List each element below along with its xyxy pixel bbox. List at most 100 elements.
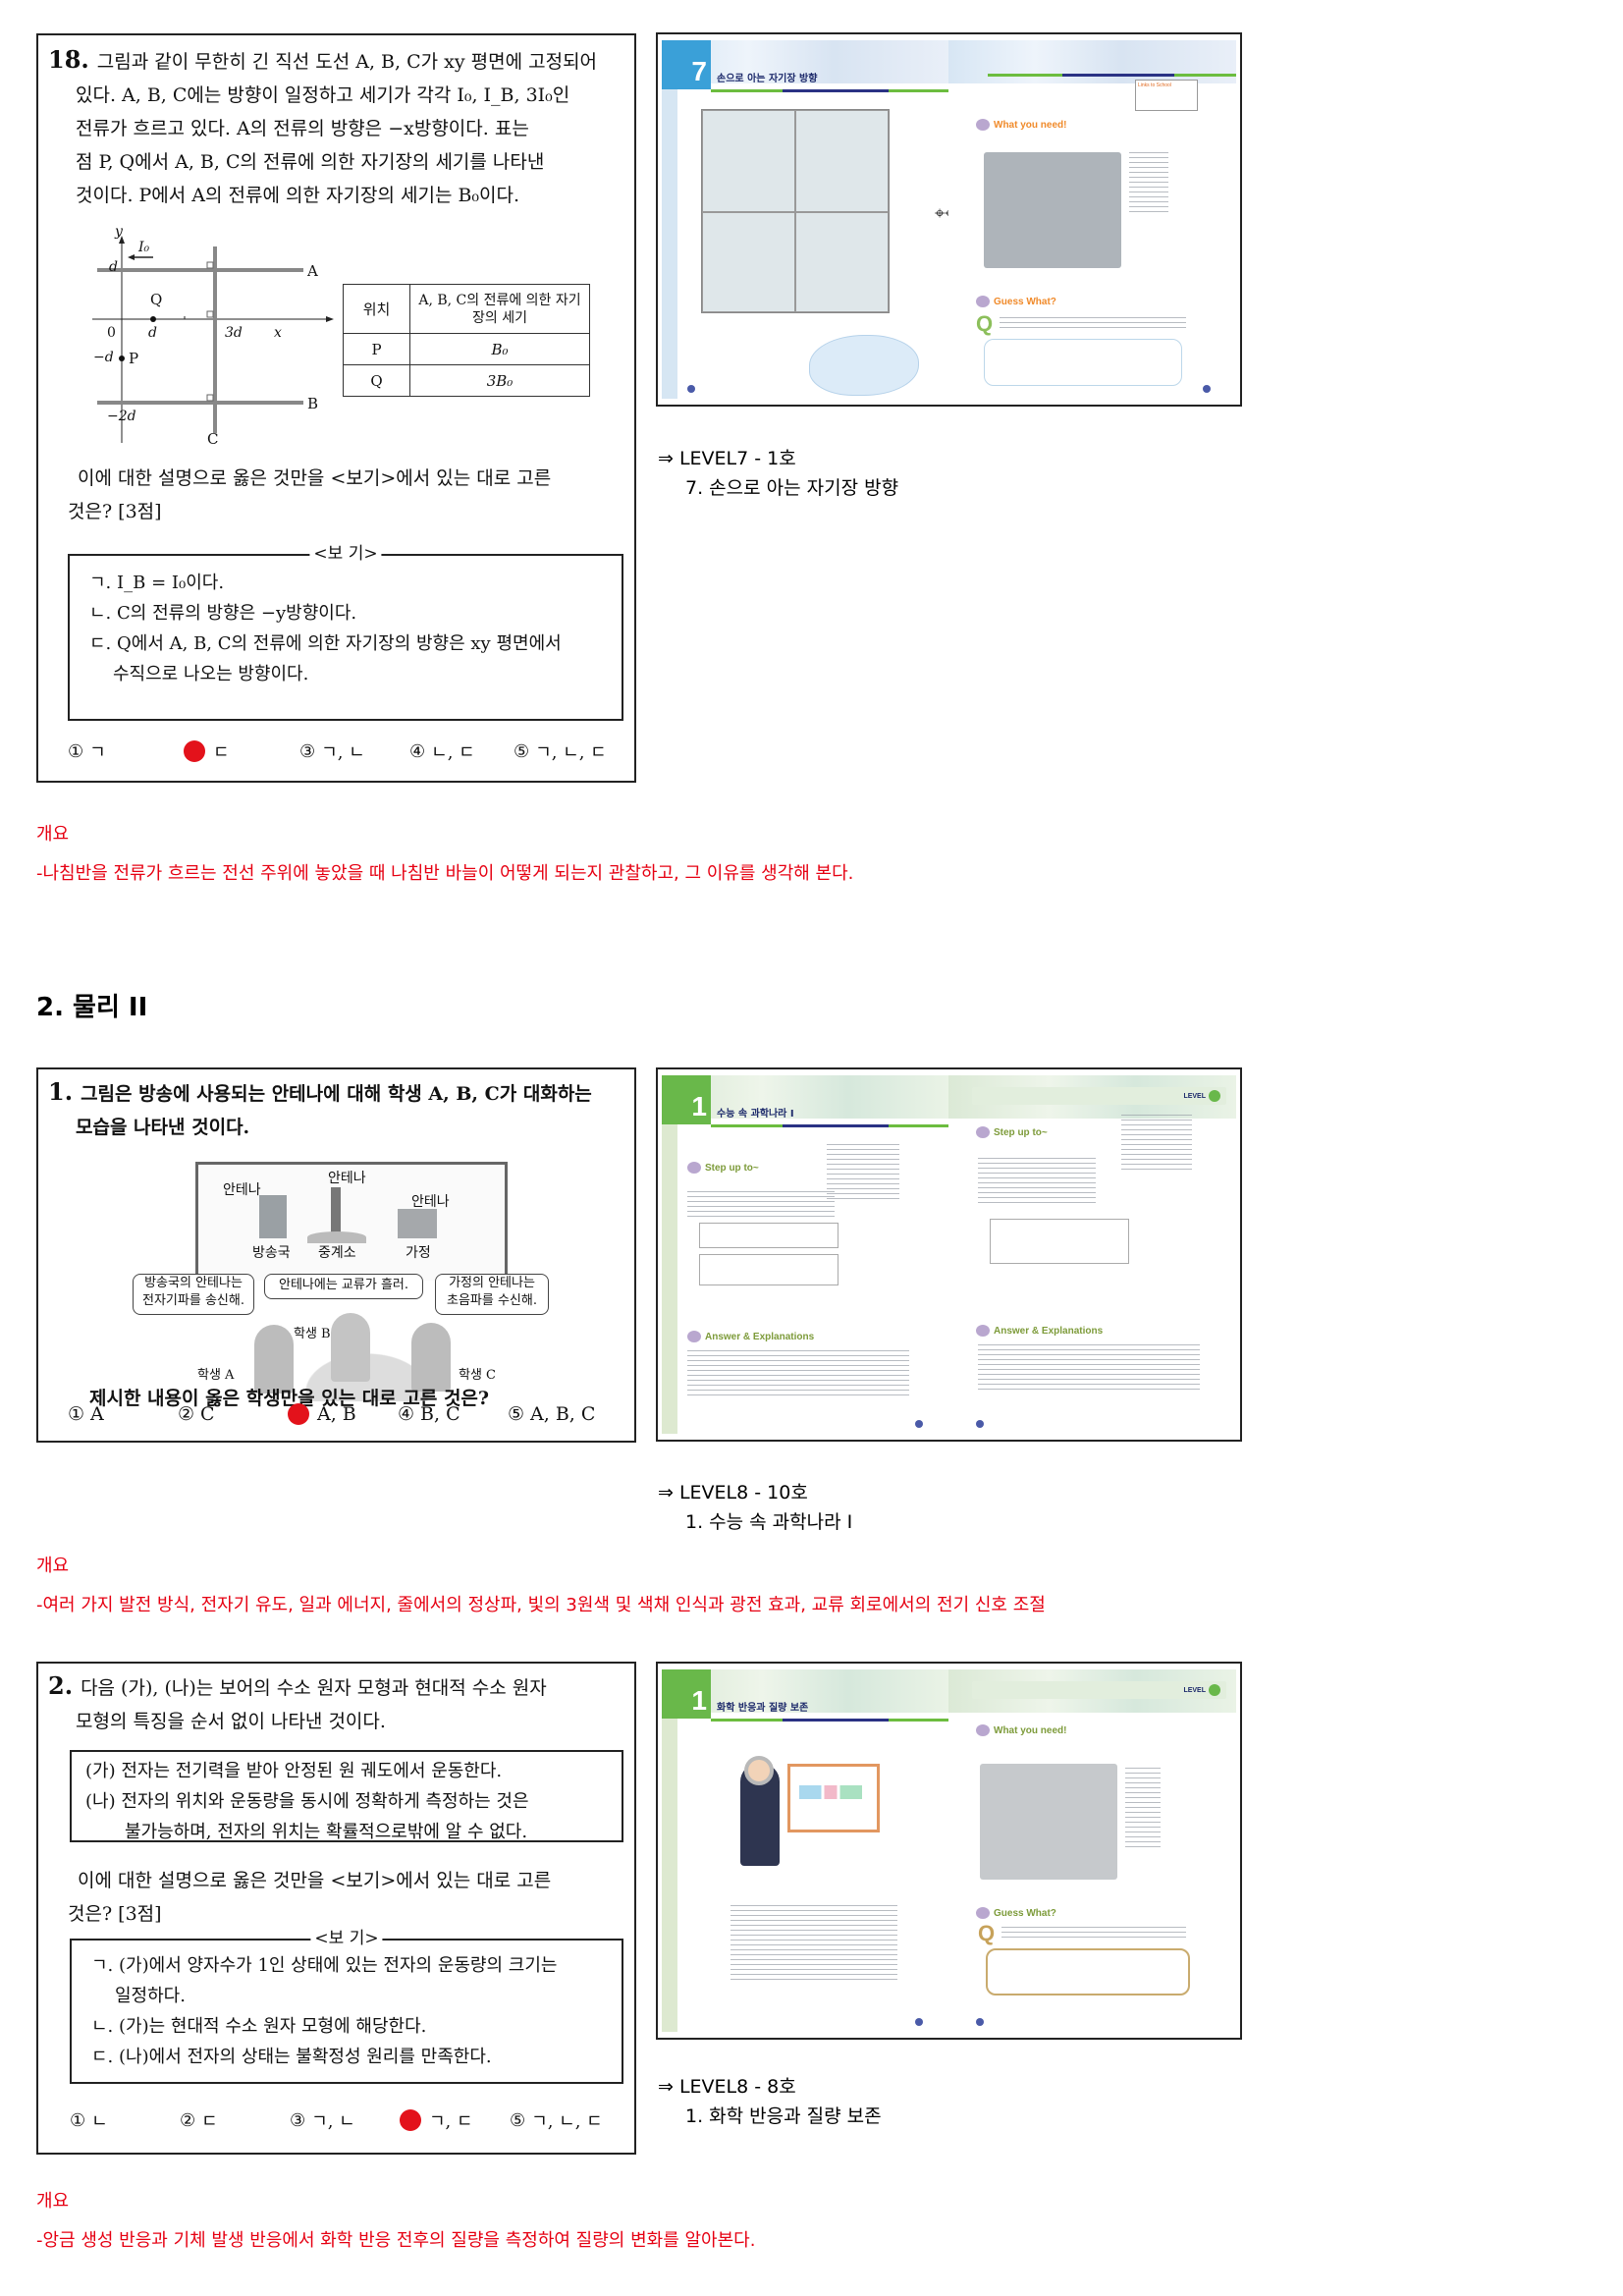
chapter-title: 수능 속 과학나라 I (717, 1109, 794, 1120)
chapter-badge: 7 (662, 40, 711, 89)
table-header-field: A, B, C의 전류에 의한 자기장의 세기 (409, 284, 590, 334)
tick-minus-d: −d (93, 350, 114, 365)
level-badge: LEVEL (972, 1681, 1226, 1699)
bogi-box: <보 기> ㄱ. (가)에서 양자수가 1인 상태에 있는 전자의 운동량의 크… (70, 1927, 623, 2084)
links-to-school-tag: Links to School (1135, 80, 1198, 111)
chapter-badge: 1 (662, 1669, 711, 1719)
level-badge: LEVEL (972, 1087, 1226, 1105)
overview-label: 개요 (36, 1556, 70, 1576)
choice-2-selected[interactable]: ㄷ (184, 738, 299, 764)
antenna-label: 안테나 (328, 1171, 366, 1186)
problem-number: 18. (48, 45, 89, 74)
section-heading: What you need! (976, 119, 1066, 131)
overview-3: 개요 -앙금 생성 반응과 기체 발생 반응에서 화학 반응 전후의 질량을 측… (36, 2182, 755, 2261)
antenna-illustration (195, 1162, 508, 1281)
given-item: (가) 전자는 전기력을 받아 안정된 원 궤도에서 운동한다. (85, 1761, 503, 1781)
comic-strip (701, 109, 890, 313)
exam-problem-18: 18.그림과 같이 무한히 긴 직선 도선 A, B, C가 xy 평면에 고정… (36, 33, 636, 783)
section-heading: Guess What? (976, 296, 1056, 307)
exam-problem-1: 1.그림은 방송에 사용되는 안테나에 대해 학생 A, B, C가 대화하는 … (36, 1067, 636, 1443)
table-row: P B₀ (343, 333, 590, 365)
bogi-item: ㄷ. Q에서 A, B, C의 전류에 의한 자기장의 방향은 xy 평면에서 … (89, 633, 562, 684)
exam-problem-2: 2.다음 (가), (나)는 보어의 수소 원자 모형과 현대적 수소 원자 모… (36, 1662, 636, 2155)
textbook-spread-level8-10: 1 수능 속 과학나라 I Step up to~ Answer & Expla… (656, 1067, 1242, 1442)
chapter-title: 손으로 아는 자기장 방향 (717, 74, 818, 84)
student-b-label: 학생 B (294, 1327, 331, 1341)
bogi-item: ㄷ. (나)에서 전자의 상태는 불확정성 원리를 만족한다. (91, 2047, 492, 2067)
caption-level: ⇒ LEVEL7 - 1호 (658, 448, 796, 469)
field-strength-table: 위치 A, B, C의 전류에 의한 자기장의 세기 P B₀ Q 3B₀ (343, 284, 590, 397)
overview-label: 개요 (36, 824, 70, 845)
overview-text: -여러 가지 발전 방식, 전자기 유도, 일과 에너지, 줄에서의 정상파, … (36, 1595, 1046, 1615)
textbook-left-page: 1 수능 속 과학나라 I Step up to~ Answer & Expla… (662, 1075, 948, 1434)
answer-marker-icon (184, 740, 205, 762)
antenna-label: 안테나 (223, 1182, 261, 1198)
overview-1: 개요 -나침반을 전류가 흐르는 전선 주위에 놓았을 때 나침반 바늘이 어떻… (36, 815, 853, 894)
axis-x-label: x (274, 325, 282, 341)
section-heading: Answer & Explanations (687, 1331, 814, 1342)
antenna-label: 안테나 (411, 1194, 450, 1210)
wire-diagram (92, 236, 334, 443)
section-heading: Guess What? (976, 1907, 1056, 1919)
textbook-right-page: LEVEL What you need! Guess What? Q (948, 1669, 1236, 2032)
q-mark: Q (976, 311, 994, 336)
student-a-label: 학생 A (197, 1368, 235, 1383)
overview-text: -나침반을 전류가 흐르는 전선 주위에 놓았을 때 나침반 바늘이 어떻게 되… (36, 863, 854, 884)
given-item: (나) 전자의 위치와 운동량을 동시에 정확하게 측정하는 것은 불가능하며,… (85, 1791, 529, 1842)
section-heading: Answer & Explanations (976, 1325, 1103, 1337)
textbook-spread-level8-8: 1 화학 반응과 질량 보존 LEVEL What you need! Gues… (656, 1662, 1242, 2040)
section-heading: What you need! (976, 1724, 1066, 1736)
problem-stem: 18.그림과 같이 무한히 긴 직선 도선 A, B, C가 xy 평면에 고정… (48, 45, 598, 206)
choice-4-selected[interactable]: ㄱ, ㄷ (400, 2107, 510, 2133)
choice-3-selected[interactable]: A, B (288, 1403, 398, 1425)
problem-stem: 1.그림은 방송에 사용되는 안테나에 대해 학생 A, B, C가 대화하는 … (48, 1077, 592, 1138)
point-p-label: P (129, 350, 139, 367)
textbook-left-page: 1 화학 반응과 질량 보존 (662, 1669, 948, 2032)
bogi-item: ㄱ. I_B = I₀이다. (89, 573, 225, 593)
answer-marker-icon (400, 2109, 421, 2131)
tick-0: 0 (107, 325, 116, 341)
textbook-right-page: Links to School What you need! Guess Wha… (948, 40, 1236, 399)
chapter-badge: 1 (662, 1075, 711, 1124)
caption-level7: ⇒ LEVEL7 - 1호 7. 손으로 아는 자기장 방향 (658, 444, 898, 503)
question-text: 이에 대한 설명으로 옳은 것만을 <보기>에서 있는 대로 고른 것은? [3… (68, 1870, 552, 1925)
question-text: 이에 대한 설명으로 옳은 것만을 <보기>에서 있는 대로 고른 것은? [3… (68, 467, 552, 522)
station-label: 방송국 (252, 1245, 291, 1261)
textbook-right-page: LEVEL Step up to~ Answer & Explanations (948, 1075, 1236, 1434)
overview-text: -앙금 생성 반응과 기체 발생 반응에서 화학 반응 전후의 질량을 측정하여… (36, 2230, 756, 2251)
materials-photo (980, 1764, 1117, 1880)
question-text: 제시한 내용이 옳은 학생만을 있는 대로 고른 것은? (89, 1388, 490, 1409)
current-label: I₀ (138, 240, 150, 255)
caption-title: 7. 손으로 아는 자기장 방향 (685, 477, 899, 499)
wire-c-label: C (207, 430, 219, 448)
problem-stem: 2.다음 (가), (나)는 보어의 수소 원자 모형과 현대적 수소 원자 모… (48, 1671, 547, 1732)
bogi-item: ㄴ. (가)는 현대적 수소 원자 모형에 해당한다. (91, 2016, 427, 2037)
home-label: 가정 (406, 1245, 431, 1261)
materials-photo (984, 152, 1121, 268)
answer-marker-icon (288, 1403, 309, 1425)
caption-level8-10: ⇒ LEVEL8 - 10호 1. 수능 속 과학나라 I (658, 1478, 852, 1537)
given-statements-box: (가) 전자는 전기력을 받아 안정된 원 궤도에서 운동한다. (나) 전자의… (70, 1750, 623, 1842)
section-heading: Step up to~ (687, 1162, 759, 1174)
bogi-item: ㄱ. (가)에서 양자수가 1인 상태에 있는 전자의 운동량의 크기는 일정하… (91, 1955, 558, 2006)
section-title: 2. 물리 II (36, 993, 148, 1022)
tick-d-y: d (109, 259, 118, 275)
wire-b-label: B (307, 395, 319, 412)
axis-y-label: y (115, 224, 123, 240)
